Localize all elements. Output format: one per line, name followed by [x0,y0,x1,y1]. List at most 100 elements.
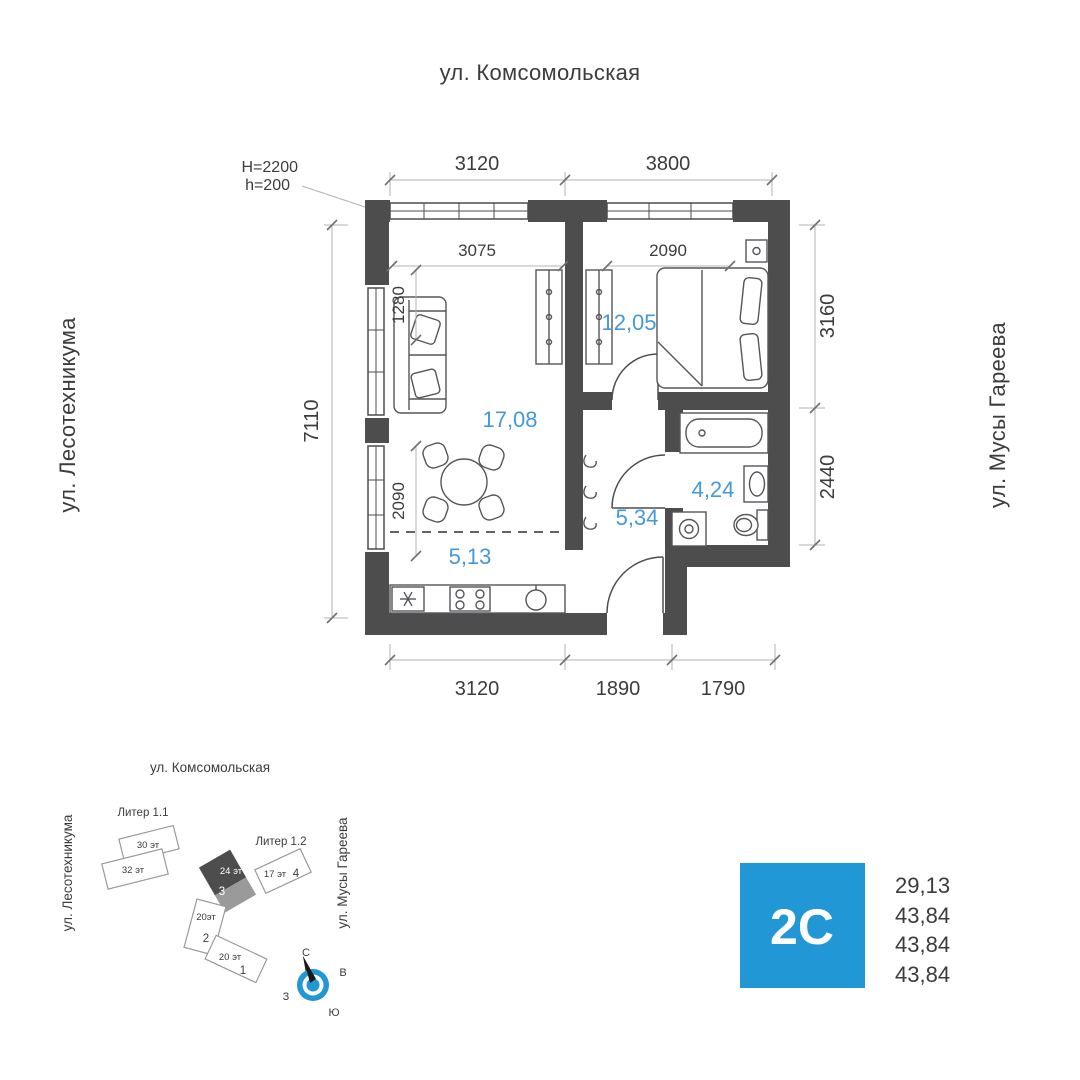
sofa-pillow [410,368,441,399]
snowflake-icon [400,591,416,607]
bed-pillow [739,276,763,326]
door-bedroom [611,353,659,401]
bathtub [679,412,769,454]
dim-inner: 3075 1280 2090 2090 [386,241,736,562]
badge-value-4: 43,84 [895,962,950,987]
coat-hooks [583,454,597,530]
compass: С В З Ю [283,947,347,1019]
badge-value-1: 29,13 [895,873,950,898]
bathroom-sink [743,465,769,503]
badge-value-2: 43,84 [895,903,950,928]
dim-bottom-2: 1890 [596,678,641,700]
door-entrance [606,556,664,614]
badge-square [740,863,865,988]
kitchen-counter [389,584,566,614]
wall-bath-left-upper [665,410,683,452]
street-top-label: ул. Комсомольская [440,60,641,85]
chair [478,444,505,471]
windows [364,199,734,552]
building-1 [204,934,268,984]
compass-west: З [283,991,290,1003]
dim-top-2: 3800 [646,153,691,175]
building-1-number: 1 [240,965,246,977]
apartment-badge: 2C 29,13 43,84 43,84 43,84 [740,863,950,988]
dim-bottom-3: 1790 [701,678,746,700]
building-30-floors: 30 эт [137,840,160,851]
dimensions: 3120 3800 3120 1890 1790 [242,153,840,700]
building-2-number: 2 [203,933,209,945]
height-note-line1: H=2200 [242,159,299,176]
dining-table [422,442,505,523]
bed [656,267,769,389]
window-left-upper [364,285,390,418]
area-bathroom: 4,24 [692,477,735,502]
washing-machine [671,511,707,547]
table-top [440,458,488,506]
sofa [393,296,447,414]
building-3-number: 3 [219,886,225,898]
dim-right-2: 2440 [817,455,839,500]
site-street-top: ул. Комсомольская [150,760,270,775]
badge-label: 2C [770,899,834,955]
wardrobe-living [535,269,563,365]
wall-living-bedroom [565,222,583,550]
building-4-number: 4 [293,868,300,880]
dim-living-left: 1280 [389,286,408,324]
chair [478,494,505,521]
area-hallway: 5,34 [616,505,659,530]
wall-hall-right [665,545,687,635]
building-4-floors: 17 эт [264,869,287,880]
wall-right [768,200,790,567]
site-street-left: ул. Лесотехникума [60,814,75,931]
building-1-floors: 20 эт [219,952,242,963]
area-bedroom: 12,05 [601,310,656,335]
dim-top-1: 3120 [455,153,500,175]
floor-plan: 3120 3800 3120 1890 1790 [242,153,840,700]
dim-top: 3120 3800 [384,153,778,196]
area-kitchen: 5,13 [449,544,492,569]
compass-south: Ю [328,1007,339,1019]
area-living: 17,08 [482,407,537,432]
building-3-floors: 24 эт [220,866,243,877]
building-4 [254,847,312,895]
compass-needle-tip [303,956,316,983]
kitchen-sink [525,585,547,611]
wall-bedroom-hall-right [658,392,768,410]
dim-kitchen-left: 2090 [389,482,408,520]
dim-bottom: 3120 1890 1790 [384,644,781,700]
badge-value-3: 43,84 [895,932,950,957]
street-right-label: ул. Мусы Гареева [985,322,1010,508]
chair [422,496,449,523]
building-32 [101,848,169,890]
dim-bottom-1: 3120 [455,678,500,700]
dim-left-1: 7110 [301,399,323,442]
site-buildings: 30 эт 32 эт 24 эт 3 17 эт 4 20эт 2 20 эт… [101,824,312,984]
compass-east: В [339,967,346,979]
site-plan: ул. Комсомольская ул. Лесотехникума ул. … [60,760,350,1019]
dim-right: 3160 2440 [799,219,839,551]
building-2-floors: 20эт [196,912,216,923]
furniture [389,239,769,614]
street-labels: ул. Комсомольская ул. Лесотехникума ул. … [55,60,1010,513]
bed-pillow [739,332,763,382]
building-32-floors: 32 эт [122,865,145,876]
dim-right-1: 3160 [817,294,839,339]
walls [365,200,790,635]
height-note-line2: h=200 [245,177,290,194]
area-labels: 17,08 12,05 4,24 5,34 5,13 [449,310,735,569]
dim-bedroom-width: 2090 [649,241,687,260]
stove [449,586,491,612]
liter-1-label: Литер 1.1 [117,807,168,819]
dim-living-width: 3075 [458,241,496,260]
doors [606,353,666,614]
chair [422,442,449,469]
fridge [391,586,425,612]
door-bathroom [611,454,666,509]
wall-bedroom-hall-left [565,392,612,410]
nightstand [745,239,768,263]
dim-left: 7110 [301,219,348,624]
window-living-top [389,199,529,223]
toilet [733,509,769,541]
wall-bottom [365,613,607,635]
